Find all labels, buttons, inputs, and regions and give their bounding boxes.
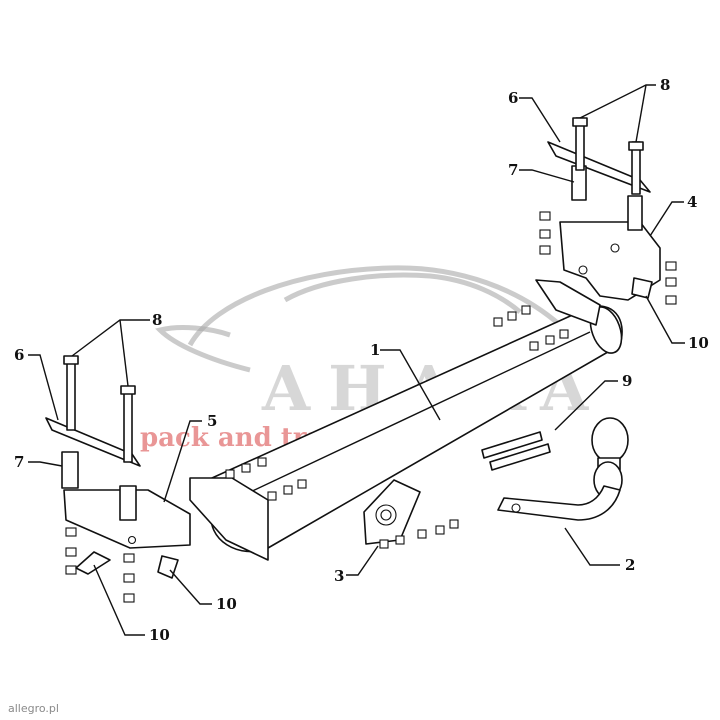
- callout-3-socket-plate: 3: [334, 567, 344, 585]
- callout-10-left-bolt: 10: [149, 626, 170, 644]
- callout-10-middle-bolt: 10: [216, 595, 237, 613]
- watermark-car-outline: [187, 265, 562, 347]
- callout-7-right-spacer: 7: [508, 161, 518, 179]
- callout-8-right-bolts: 8: [660, 76, 670, 94]
- callout-5-left-bracket: 5: [207, 412, 217, 430]
- left-clamp-assembly: [45, 355, 141, 521]
- callout-4-right-bracket: 4: [687, 193, 697, 211]
- callout-9-bolts: 9: [622, 372, 632, 390]
- socket-plate: [363, 479, 421, 545]
- hardware-nuts-washers: [65, 211, 677, 603]
- main-crossbar: [189, 279, 623, 561]
- watermark-swoosh: [155, 325, 251, 373]
- callout-2-tow-ball: 2: [625, 556, 635, 574]
- leader-lines: [28, 84, 685, 636]
- right-clamp-assembly: [547, 117, 651, 231]
- callout-10-right-bolt: 10: [688, 334, 709, 352]
- callouts: 1 2 3 4 5 6 6 7 7 8 8 9 10 10 10: [14, 76, 709, 644]
- tow-ball: [497, 417, 629, 521]
- image-credit: allegro.pl: [8, 702, 59, 715]
- callout-8-left-bolts: 8: [152, 311, 162, 329]
- callout-6-left-plate: 6: [14, 346, 24, 364]
- watermark-car-roof: [283, 272, 522, 314]
- callout-6-right-plate: 6: [508, 89, 518, 107]
- callout-7-left-spacer: 7: [14, 453, 24, 471]
- tow-ball-bolts: [481, 431, 551, 471]
- callout-1-crossbar: 1: [370, 341, 380, 359]
